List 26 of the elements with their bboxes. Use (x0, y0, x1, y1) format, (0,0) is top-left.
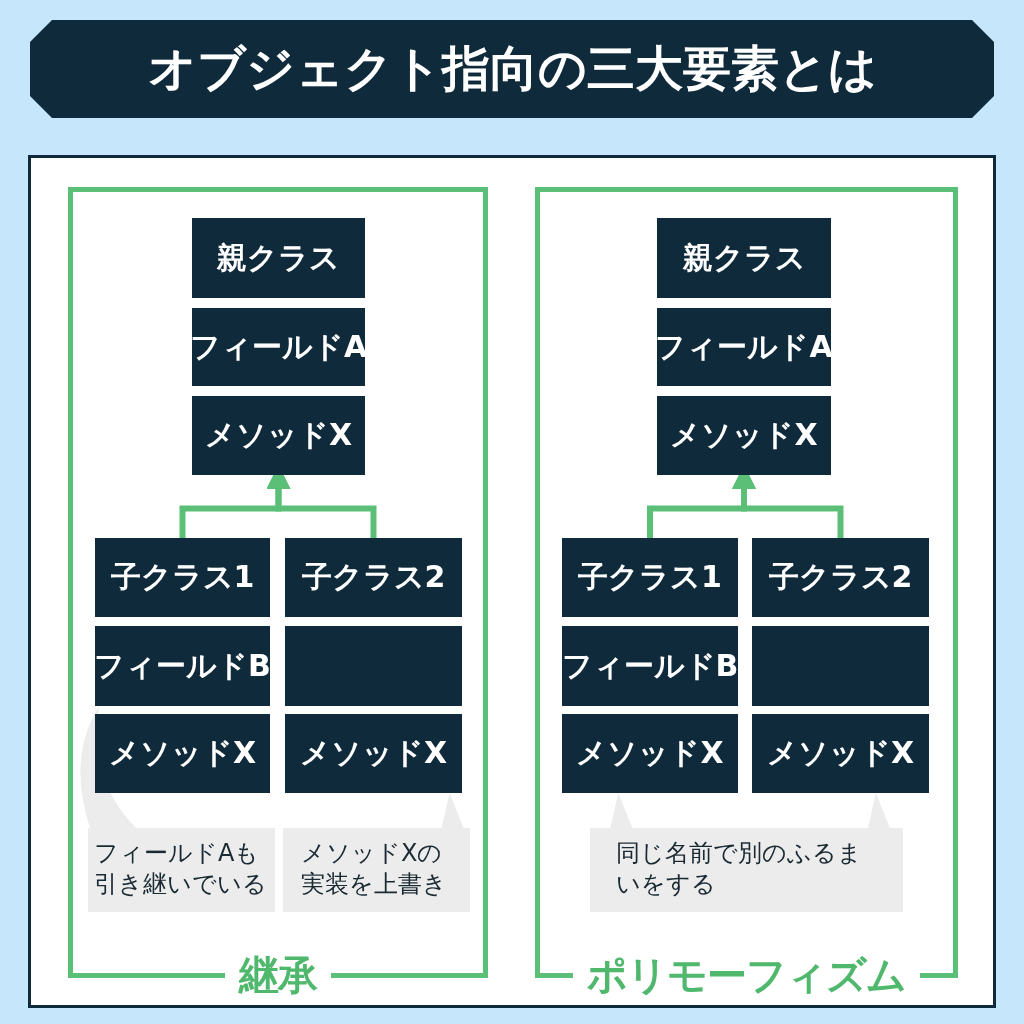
class-box: フィールドA (192, 308, 365, 386)
group-title: ポリモーフィズム (586, 951, 907, 1000)
bubble-tail (867, 793, 890, 828)
class-box: フィールドB (562, 626, 738, 706)
class-box: メソッドX (95, 714, 270, 793)
title-banner: オブジェクト指向の三大要素とは (30, 20, 994, 118)
class-box: フィールドB (95, 626, 270, 706)
class-box: 親クラス (657, 218, 831, 298)
class-box: 子クラス1 (95, 538, 270, 617)
speech-bubble: 同じ名前で別のふるまいをする (590, 828, 903, 912)
empty-box (752, 626, 929, 706)
empty-box (285, 626, 462, 706)
class-box: 子クラス2 (285, 538, 462, 617)
class-box: メソッドX (285, 714, 462, 793)
group-title: 継承 (237, 951, 319, 1000)
class-box: メソッドX (562, 714, 738, 793)
class-box: フィールドA (657, 308, 831, 386)
speech-bubble: メソッドXの実装を上書き (283, 828, 470, 912)
class-box: メソッドX (752, 714, 929, 793)
bubble-tail (610, 793, 633, 828)
class-box: メソッドX (657, 396, 831, 475)
class-box: 子クラス1 (562, 538, 738, 617)
class-box: メソッドX (192, 396, 365, 475)
class-box: 親クラス (192, 218, 365, 298)
class-box: 子クラス2 (752, 538, 929, 617)
bubble-tail (441, 793, 464, 828)
